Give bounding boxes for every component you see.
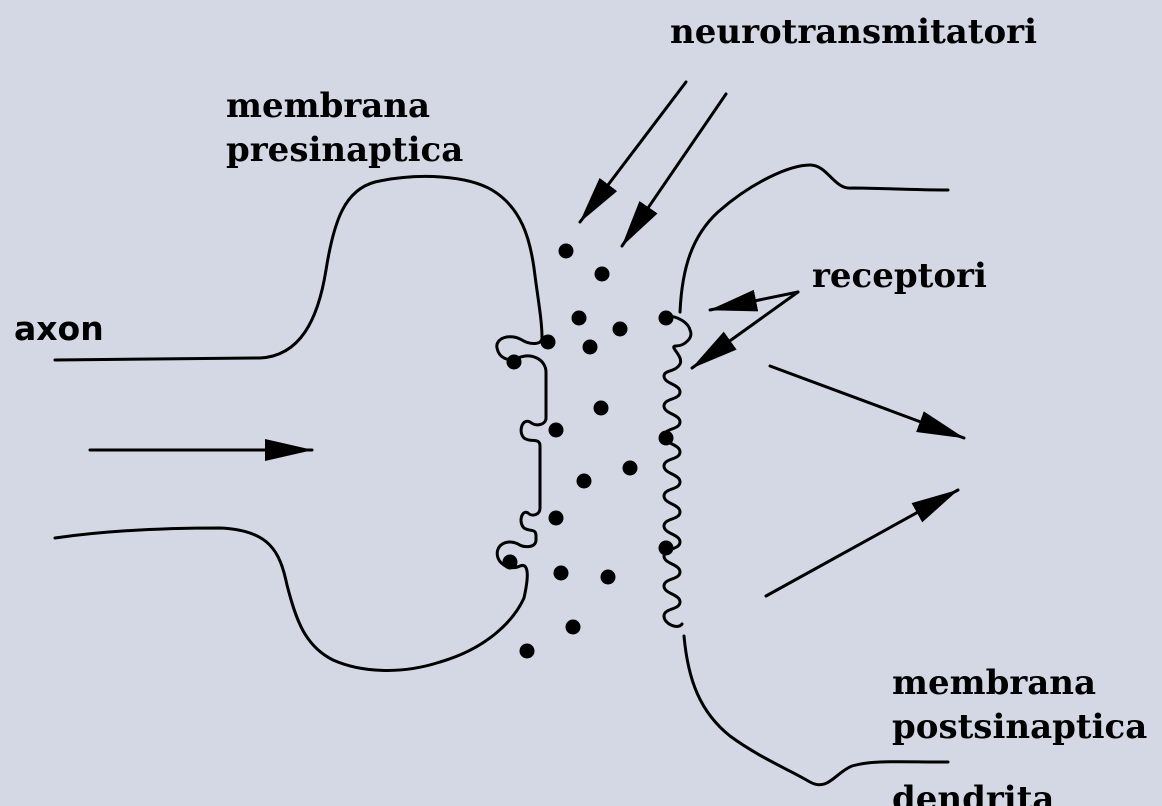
molecule [583,340,598,355]
molecule [613,322,628,337]
molecule [503,555,518,570]
neurotransmitters-label: neurotransmitatori [670,10,1037,54]
presynaptic-membrane [55,176,546,670]
neurotransmitter-arrow-1 [580,82,686,222]
molecule [520,644,535,659]
molecule [595,267,610,282]
postsynaptic-label-line2: postsinaptica [892,705,1147,749]
presynaptic-label-line2: presinaptica [226,128,463,172]
postsynaptic-label-line1: membrana [892,661,1147,705]
molecule [566,620,581,635]
receptors-label: receptori [812,254,987,298]
molecule [659,541,674,556]
molecule [554,566,569,581]
molecule [601,570,616,585]
molecule [577,474,592,489]
molecule [659,311,674,326]
molecule [659,431,674,446]
molecule [507,355,522,370]
postsynaptic-membrane-label: membrana postsinaptica [892,661,1147,749]
molecule [541,335,556,350]
molecule [623,461,638,476]
neurotransmitter-arrow-2 [622,94,726,246]
signal-out-arrow-1 [770,366,964,438]
molecule [594,401,609,416]
dendrite-label: dendrita [892,777,1054,806]
axon-label: axon [14,308,104,351]
molecule [572,311,587,326]
molecule [549,423,564,438]
presynaptic-label-line1: membrana [226,84,463,128]
presynaptic-membrane-label: membrana presinaptica [226,84,463,172]
molecule [559,244,574,259]
molecule [549,511,564,526]
signal-out-arrow-2 [766,490,958,596]
neurotransmitter-molecules [503,244,674,659]
